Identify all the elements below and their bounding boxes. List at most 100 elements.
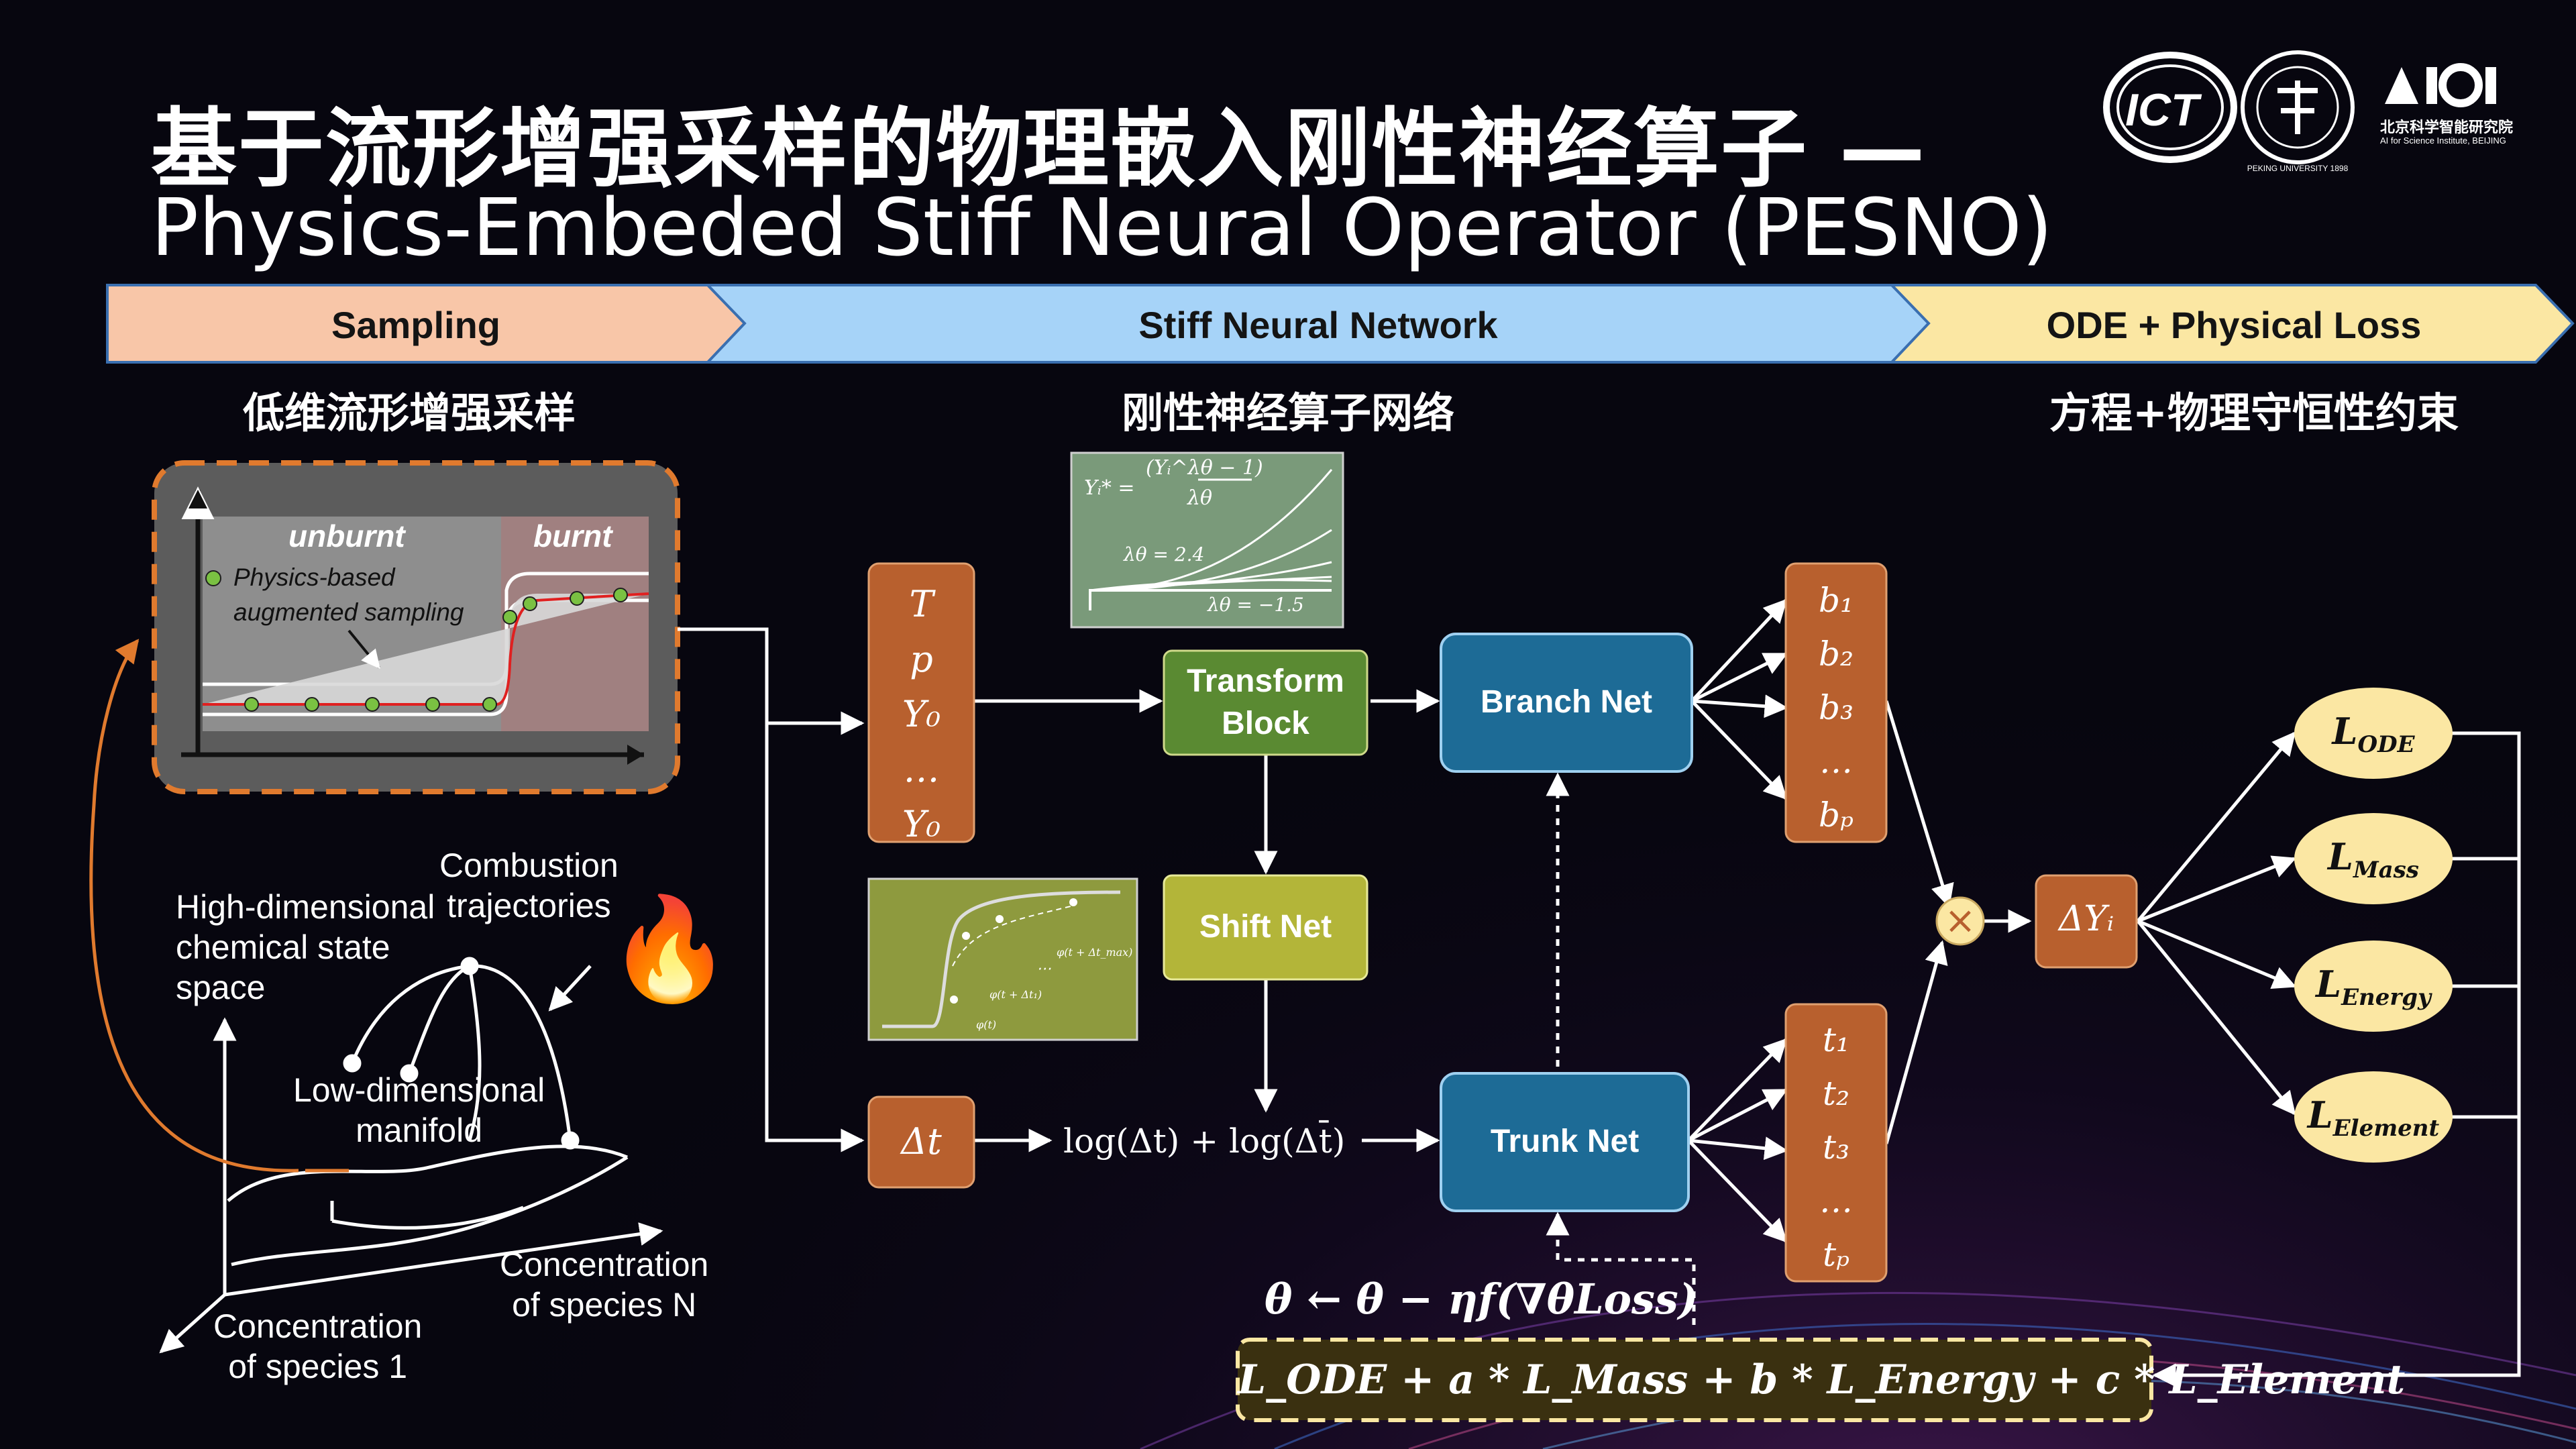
page-title-zh: 基于流形增强采样的物理嵌入刚性神经算子 —	[151, 99, 1927, 199]
conc-1-line2: of species 1	[228, 1348, 408, 1385]
legend-line2: augmented sampling	[233, 598, 464, 626]
shift-net-block	[1163, 874, 1368, 981]
t-2: t₂	[1822, 1074, 1850, 1113]
banner-ode-loss	[1888, 284, 2575, 364]
pku-logo-text: PEKING UNIVERSITY 1898	[2247, 164, 2349, 173]
label-lowdim: Low-dimensional manifold	[293, 1070, 545, 1150]
shift-label-1: φ(t + Δt₁)	[989, 988, 1042, 1001]
dt-label: Δt	[901, 1120, 942, 1163]
aisi-logo-zh: 北京科学智能研究院	[2380, 119, 2514, 136]
delta-y-label: ΔYᵢ	[2058, 899, 2114, 939]
lowdim-line2: manifold	[356, 1112, 483, 1149]
traj-line1: Combustion	[439, 847, 619, 884]
traj-line2: trajectories	[447, 887, 611, 924]
manifold-to-sampling-arrow	[89, 639, 299, 1173]
banner-label-sampling: Sampling	[331, 304, 501, 346]
ict-logo	[2103, 52, 2237, 163]
label-burnt: burnt	[533, 519, 612, 553]
conc-1-line1: Concentration	[213, 1307, 423, 1345]
transform-block	[1163, 649, 1368, 756]
branch-net-label: Branch Net	[1480, 684, 1653, 720]
shift-dots: ⋯	[1036, 961, 1051, 977]
var-y0-last: Y₀	[902, 803, 941, 845]
ict-logo-text: ICT	[2125, 85, 2199, 136]
trunk-net-block	[1440, 1072, 1690, 1212]
sampling-plot	[152, 460, 680, 794]
trunk-net-label: Trunk Net	[1490, 1124, 1640, 1160]
t-3: t₃	[1822, 1128, 1850, 1167]
high-dim-line1: High-dimensional	[176, 888, 435, 926]
total-loss-box	[1236, 1338, 2153, 1422]
multiply-node	[1935, 896, 1985, 946]
banner-label-stiff-network: Stiff Neural Network	[1138, 304, 1498, 346]
label-high-dim: High-dimensional chemical state space	[176, 887, 435, 1008]
b-2: b₂	[1818, 635, 1854, 674]
shift-inset	[867, 877, 1138, 1041]
var-t: T	[909, 583, 934, 625]
multiply-symbol: ×	[1944, 899, 1976, 943]
var-ellipsis: …	[903, 748, 940, 790]
b-1: b₁	[1818, 581, 1854, 620]
lowdim-line1: Low-dimensional	[293, 1071, 545, 1109]
loss-energy-label: LEnergy	[2316, 963, 2431, 1011]
shift-label-t: φ(t)	[976, 1018, 997, 1031]
high-dim-line3: space	[176, 969, 266, 1006]
boxcox-lhs: Yᵢ* =	[1084, 476, 1135, 500]
label-trajectories: Combustion trajectories	[439, 845, 619, 926]
dt-box	[867, 1095, 975, 1189]
total-loss-expression: L_ODE + a * L_Mass + b * L_Energy + c * …	[1238, 1356, 2406, 1403]
trunk-outputs-list: t₁ t₂ t₃ … tₚ	[1786, 1013, 1886, 1281]
b-3: b₃	[1818, 688, 1854, 727]
high-dim-line2: chemical state	[176, 928, 390, 966]
loss-element-label: LElement	[2307, 1093, 2440, 1142]
input-vars-list: T p Y₀ … Y₀	[869, 577, 974, 852]
update-rule: θ ← θ − ηf(∇θLoss)	[1265, 1275, 1699, 1324]
loss-ode-label: LODE	[2332, 710, 2415, 758]
b-ellipsis: …	[1819, 742, 1853, 781]
branch-outputs-box	[1784, 562, 1888, 843]
manifold-sketch	[159, 957, 663, 1354]
t-ellipsis: …	[1819, 1181, 1853, 1220]
branch-outputs-list: b₁ b₂ b₃ … bₚ	[1786, 574, 1886, 842]
loss-oval-ode	[2294, 688, 2453, 779]
loss-oval-element	[2294, 1071, 2453, 1163]
loss-mass-label: LMass	[2328, 835, 2419, 883]
conc-n-line2: of species N	[512, 1286, 697, 1324]
pku-logo	[2241, 50, 2355, 164]
label-conc-1: Concentration of species 1	[213, 1306, 422, 1387]
boxcox-numerator: (Yᵢ^λθ − 1)	[1146, 456, 1263, 480]
var-p: p	[910, 638, 933, 680]
boxcox-lambda-pos: λθ = 2.4	[1124, 543, 1205, 566]
shift-label-max: φ(t + Δt_max)	[1057, 946, 1133, 959]
label-conc-n: Concentration of species N	[500, 1244, 708, 1325]
loss-oval-mass	[2294, 813, 2453, 904]
fire-icon: 🔥	[607, 891, 733, 1008]
subhead-sampling: 低维流形增强采样	[242, 388, 576, 437]
boxcox-inset	[1070, 451, 1344, 629]
b-p: bₚ	[1818, 796, 1854, 835]
connectors	[678, 598, 2521, 1387]
legend-line1: Physics-based	[233, 564, 395, 591]
t-p: tₚ	[1822, 1235, 1850, 1274]
aisi-logo-mark	[2385, 63, 2496, 107]
subhead-network: 刚性神经算子网络	[1121, 388, 1454, 437]
t-1: t₁	[1822, 1020, 1850, 1059]
banner-label-ode-loss: ODE + Physical Loss	[2046, 304, 2422, 346]
trunk-outputs-box	[1784, 1003, 1888, 1283]
log-expression: log(Δt) + log(Δt̄)	[1063, 1122, 1346, 1161]
input-vars-box	[867, 562, 975, 843]
var-y0: Y₀	[902, 693, 941, 735]
shift-net-label: Shift Net	[1199, 909, 1332, 945]
branch-net-block	[1440, 633, 1693, 773]
aisi-logo-en: AI for Science Institute, BEIJING	[2380, 136, 2506, 146]
loss-oval-energy	[2294, 941, 2453, 1032]
page-title-en: Physics-Embeded Stiff Neural Operator (P…	[151, 181, 2053, 274]
label-unburnt: unburnt	[288, 519, 405, 553]
boxcox-denominator: λθ	[1187, 486, 1213, 510]
delta-y-box	[2035, 874, 2138, 969]
conc-n-line1: Concentration	[500, 1246, 709, 1283]
subhead-loss: 方程+物理守恒性约束	[2049, 388, 2459, 437]
boxcox-lambda-neg: λθ = −1.5	[1208, 594, 1304, 616]
